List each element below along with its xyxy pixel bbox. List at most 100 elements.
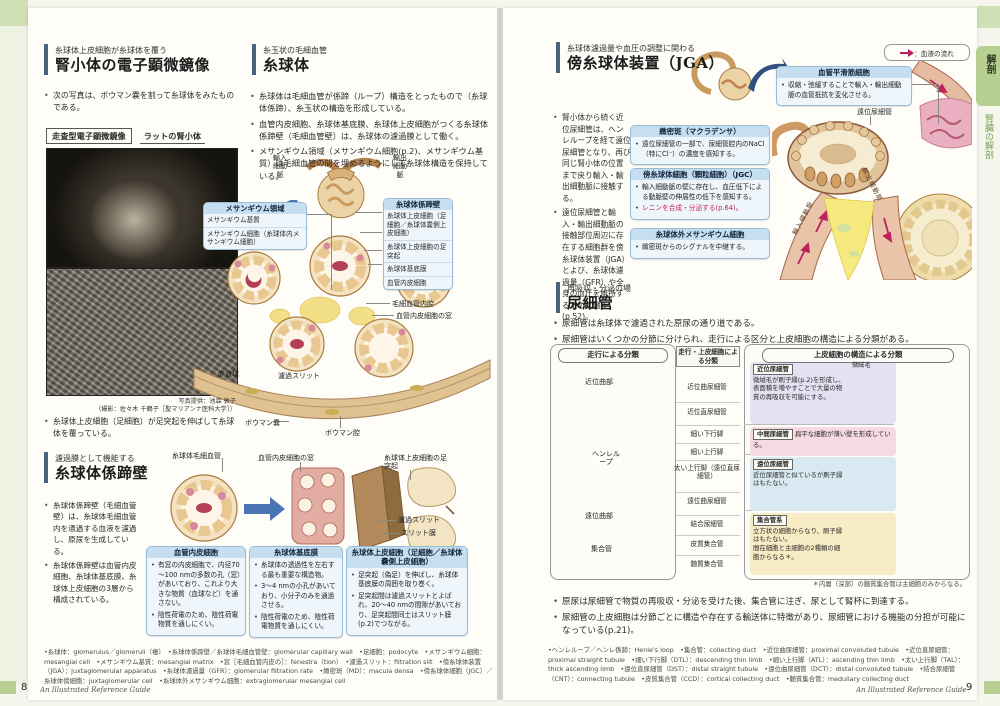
segment-row: 髄質集合管: [690, 560, 724, 568]
smooth-muscle-box-title: 血管平滑筋細胞: [777, 67, 911, 79]
section-em-kicker: 糸球体上皮細胞が糸球体を覆う: [55, 46, 167, 55]
microvilli-label: 微絨毛: [852, 362, 871, 369]
section-jga-header: 糸球体濾過量や血圧の調整に関わる 傍糸球体装置（JGA）: [556, 42, 724, 73]
distal-tubule-desc: 近位尿細管と似ているが刷子縁はもたない。: [753, 470, 843, 488]
bowman-capsule-label: ボウマン嚢: [245, 419, 280, 427]
macula-densa-box-title: 緻密斑（マクラデンサ）: [631, 126, 769, 138]
course-label-proximal: 近位曲部: [584, 378, 614, 387]
section-tubule-title: 尿細管: [567, 294, 614, 312]
distal-tubule-label: 遠位尿細管: [856, 108, 893, 117]
endothelium-box: 血管内皮細胞 有窓の内皮細胞で、内径70～100 nmの多数の孔（窓）があいてお…: [146, 546, 246, 636]
wall-footprocess-label: 糸球体上皮細胞の足突起: [384, 454, 447, 471]
blood-flow-arrow-icon: [900, 48, 915, 57]
page-gutter: [496, 8, 504, 700]
endothelium-box-title: 血管内皮細胞: [147, 547, 245, 559]
smooth-muscle-b1: 収縮・弛緩することで輸入・輸出細動脈の血管抵抗を変化させる。: [781, 81, 907, 100]
glomerular-capillary-label: 糸球体毛細血管: [172, 452, 221, 460]
chapter-tab-label: 腎臓の解剖: [983, 114, 993, 159]
wall-bullet-2: 糸球体係蹄壁は血管内皮細胞、糸球体基底膜、糸球体上皮細胞の3層から構成されている…: [44, 560, 140, 606]
jga-bullet-1: 腎小体から続く近位尿細管は、ヘンレループを経て遠位尿細管となり、再び同じ腎小体の…: [553, 112, 631, 204]
section-wall-bullets: 糸球体係蹄壁（毛細血管壁）は、糸球体毛細血管内を通過する血液を濾過し、原尿を生成…: [44, 500, 140, 609]
tubule-bullet-1: 尿細管は糸球体で濾過された原尿の通り道である。: [553, 318, 965, 331]
podocyte-box: 糸球体上皮細胞（足細胞／糸球体嚢側上皮細胞） 足突起（偽足）を伸ばし、糸球体基底…: [346, 546, 468, 636]
right-footnotes: •ヘンレループ／ヘンレ係蹄：Henle's loop •集合管：collecti…: [548, 646, 965, 683]
wall-gbm-label: 糸球体基底膜: [384, 263, 452, 277]
extraglomerular-mesangial-box-title: 糸球体外メサンギウム細胞: [631, 229, 769, 241]
segment-row: 近位直尿細管: [687, 408, 727, 416]
em-caption-bullets: 糸球体上皮細胞（足細胞）が足突起を伸ばして糸球体を覆っている。: [44, 416, 240, 443]
section-wall-title: 糸球体係蹄壁: [55, 464, 149, 482]
section-tab-label: 解剖: [984, 54, 995, 74]
em-subject-tag: ラットの腎小体: [139, 129, 206, 144]
intermediate-tubule-box: 中間尿細管 扁平な細胞が薄い壁を形成している。: [750, 427, 896, 456]
corner-accent-top-left: [0, 0, 28, 26]
section-wall-kicker: 濾過膜として機能する: [55, 454, 135, 463]
wall-bullet-1: 糸球体係蹄壁（毛細血管壁）は、糸球体毛細血管内を通過する血液を濾過し、原尿を生成…: [44, 500, 140, 557]
segment-panel-title: 走行・上皮細胞による分類: [676, 346, 740, 368]
section-glom-kicker: 糸玉状の毛細血管: [263, 46, 327, 55]
proximal-tubule-box: 近位尿細管 微絨毛が刷子縁(p.2)を形成し、表面積を増やすことで大量の物質の再…: [750, 362, 896, 424]
nephron-mini-icon: [691, 51, 752, 101]
gbm-b2: 3～4 nmの小孔があいており、小分子のみを通過させる。: [254, 582, 338, 611]
right-pageno-block: [984, 681, 1000, 694]
flow-legend: ：血液の流れ: [884, 44, 970, 61]
intermediate-tubule-desc: 扁平な細胞が薄い壁を形成している。: [753, 430, 891, 449]
left-page-number: 8: [21, 682, 28, 693]
segment-row: 皮質集合管: [690, 540, 724, 548]
flow-legend-label: ：血液の流れ: [914, 49, 954, 58]
course-label-collecting: 集合管: [590, 545, 613, 554]
smooth-muscle-box: 血管平滑筋細胞 収縮・弛緩することで輸入・輸出細動脈の血管抵抗を変化させる。: [776, 66, 912, 107]
distal-tubule-tag: 遠位尿細管: [753, 459, 793, 470]
course-label-henle: ヘンレループ: [590, 450, 622, 467]
section-tubule-header: 再吸収・分泌の場 尿細管: [556, 282, 631, 313]
podocyte-b2: 足突起間は濾過スリットとよばれ、20～40 nmの間隙があいており、足突起間同士…: [351, 592, 463, 630]
section-tubule-kicker: 再吸収・分泌の場: [567, 284, 631, 293]
intermediate-tubule-tag: 中間尿細管: [753, 429, 793, 440]
segment-row: 結合尿細管: [690, 520, 724, 528]
em-bullet-1: 次の写真は、ボウマン嚢を割って糸球体をみたものである。: [44, 90, 238, 114]
wall-endothelium-label: 血管内皮細胞: [387, 278, 427, 287]
segment-row: 遠位曲尿細管: [687, 497, 727, 505]
endothelium-b1: 有窓の内皮細胞で、内径70～100 nmの多数の孔（窓）があいており、これより大…: [151, 561, 241, 609]
slit-membrane-label: スリット膜: [401, 529, 436, 537]
collecting-duct-box: 集合管系 立方状の細胞からなり、刷子縁はもたない。 間在細胞と主細胞の2種類の細…: [750, 513, 896, 575]
segment-row: 太い上行脚（遠位直尿細管）: [674, 464, 740, 481]
extraglomerular-mesangial-b1: 緻密斑からのシグナルを中継する。: [635, 243, 765, 253]
gbm-b1: 糸球体の透過性を左右する最も重要な構造物。: [254, 561, 338, 580]
capillary-wall-exploded-illustration: [170, 465, 457, 550]
em-bullet-2: 糸球体上皮細胞（足細胞）が足突起を伸ばして糸球体を覆っている。: [44, 416, 240, 440]
bowman-space-label: ボウマン腔: [325, 429, 360, 437]
afferent-arteriole-label: 輸入細動脈: [273, 154, 287, 179]
left-footnotes: •糸球体：glomerulus／glomeruli（複） •糸球体係蹄壁／糸球体…: [44, 648, 493, 685]
segment-row: 細い上行脚: [690, 448, 724, 456]
section-jga-kicker: 糸球体濾過量や血圧の調整に関わる: [567, 44, 695, 53]
proximal-tubule-desc: 微絨毛が刷子縁(p.2)を形成し、表面積を増やすことで大量の物質の再吸収を可能に…: [753, 375, 845, 401]
tubule-bullet-2: 尿細管はいくつかの分節に分けられ、走行による区分と上皮細胞の構造による分類がある…: [553, 334, 965, 347]
capillary-lumen-label: 毛細血管内腔: [392, 300, 434, 308]
wall-epithelial-label: 糸球体上皮細胞（足細胞／糸球体嚢側上皮細胞）: [384, 210, 452, 241]
segment-row: 近位曲尿細管: [687, 383, 727, 391]
left-brand: An Illustrated Reference Guide: [40, 686, 151, 694]
section-wall-header: 濾過膜として機能する 糸球体係蹄壁: [44, 452, 148, 483]
podocyte-b1: 足突起（偽足）を伸ばし、糸球体基底膜の周囲を取り巻く。: [351, 571, 463, 590]
photo-credit-photographer: （撮影：佐々木 千鶴子［聖マリアンナ医科大学］）: [95, 406, 236, 413]
mesangial-matrix-label: メサンギウム基質: [204, 214, 306, 228]
corner-accent-top-right: [977, 6, 1000, 28]
section-tab: 解剖: [976, 46, 1000, 106]
em-method-tag: 走査型電子顕微鏡像: [46, 128, 132, 144]
mesangial-cell-label: メサンギウム細胞（糸球体内メサンギウム細胞）: [207, 229, 300, 247]
left-pageno-block: [0, 681, 16, 694]
gbm-b3: 陰性荷電のため、陰性荷電物質を通しにくい。: [254, 613, 338, 632]
right-brand: An Illustrated Reference Guide: [856, 686, 967, 694]
epithelium-panel-title: 上皮細胞の構造による分類: [762, 348, 954, 363]
collecting-duct-desc-1: 立方状の細胞からなり、刷子縁はもたない。: [753, 526, 843, 544]
macula-densa-b1: 遠位尿細管の一部で、尿細管腔内のNaCl（特にCl⁻）の濃度を感知する。: [635, 140, 765, 159]
gbm-box-title: 糸球体基底膜: [250, 547, 342, 559]
collecting-duct-desc-2: 間在細胞と主細胞の2種類の細胞からなる＊。: [753, 543, 841, 561]
capillary-wall-box: 糸球体係蹄壁 糸球体上皮細胞（足細胞／糸球体嚢側上皮細胞） 糸球体上皮細胞の足突…: [383, 198, 453, 291]
podocyte-box-title: 糸球体上皮細胞（足細胞／糸球体嚢側上皮細胞）: [347, 547, 467, 568]
jg-cell-b2-renin: レニンを合成・分泌する(p.64)。: [635, 204, 765, 214]
section-glom-header: 糸玉状の毛細血管 糸球体: [252, 44, 327, 75]
tubule-bottom-bullets: 原尿は尿細管で物質の再吸収・分泌を受けた後、集合管に注ぎ、尿として腎杯に到達する…: [553, 596, 968, 641]
